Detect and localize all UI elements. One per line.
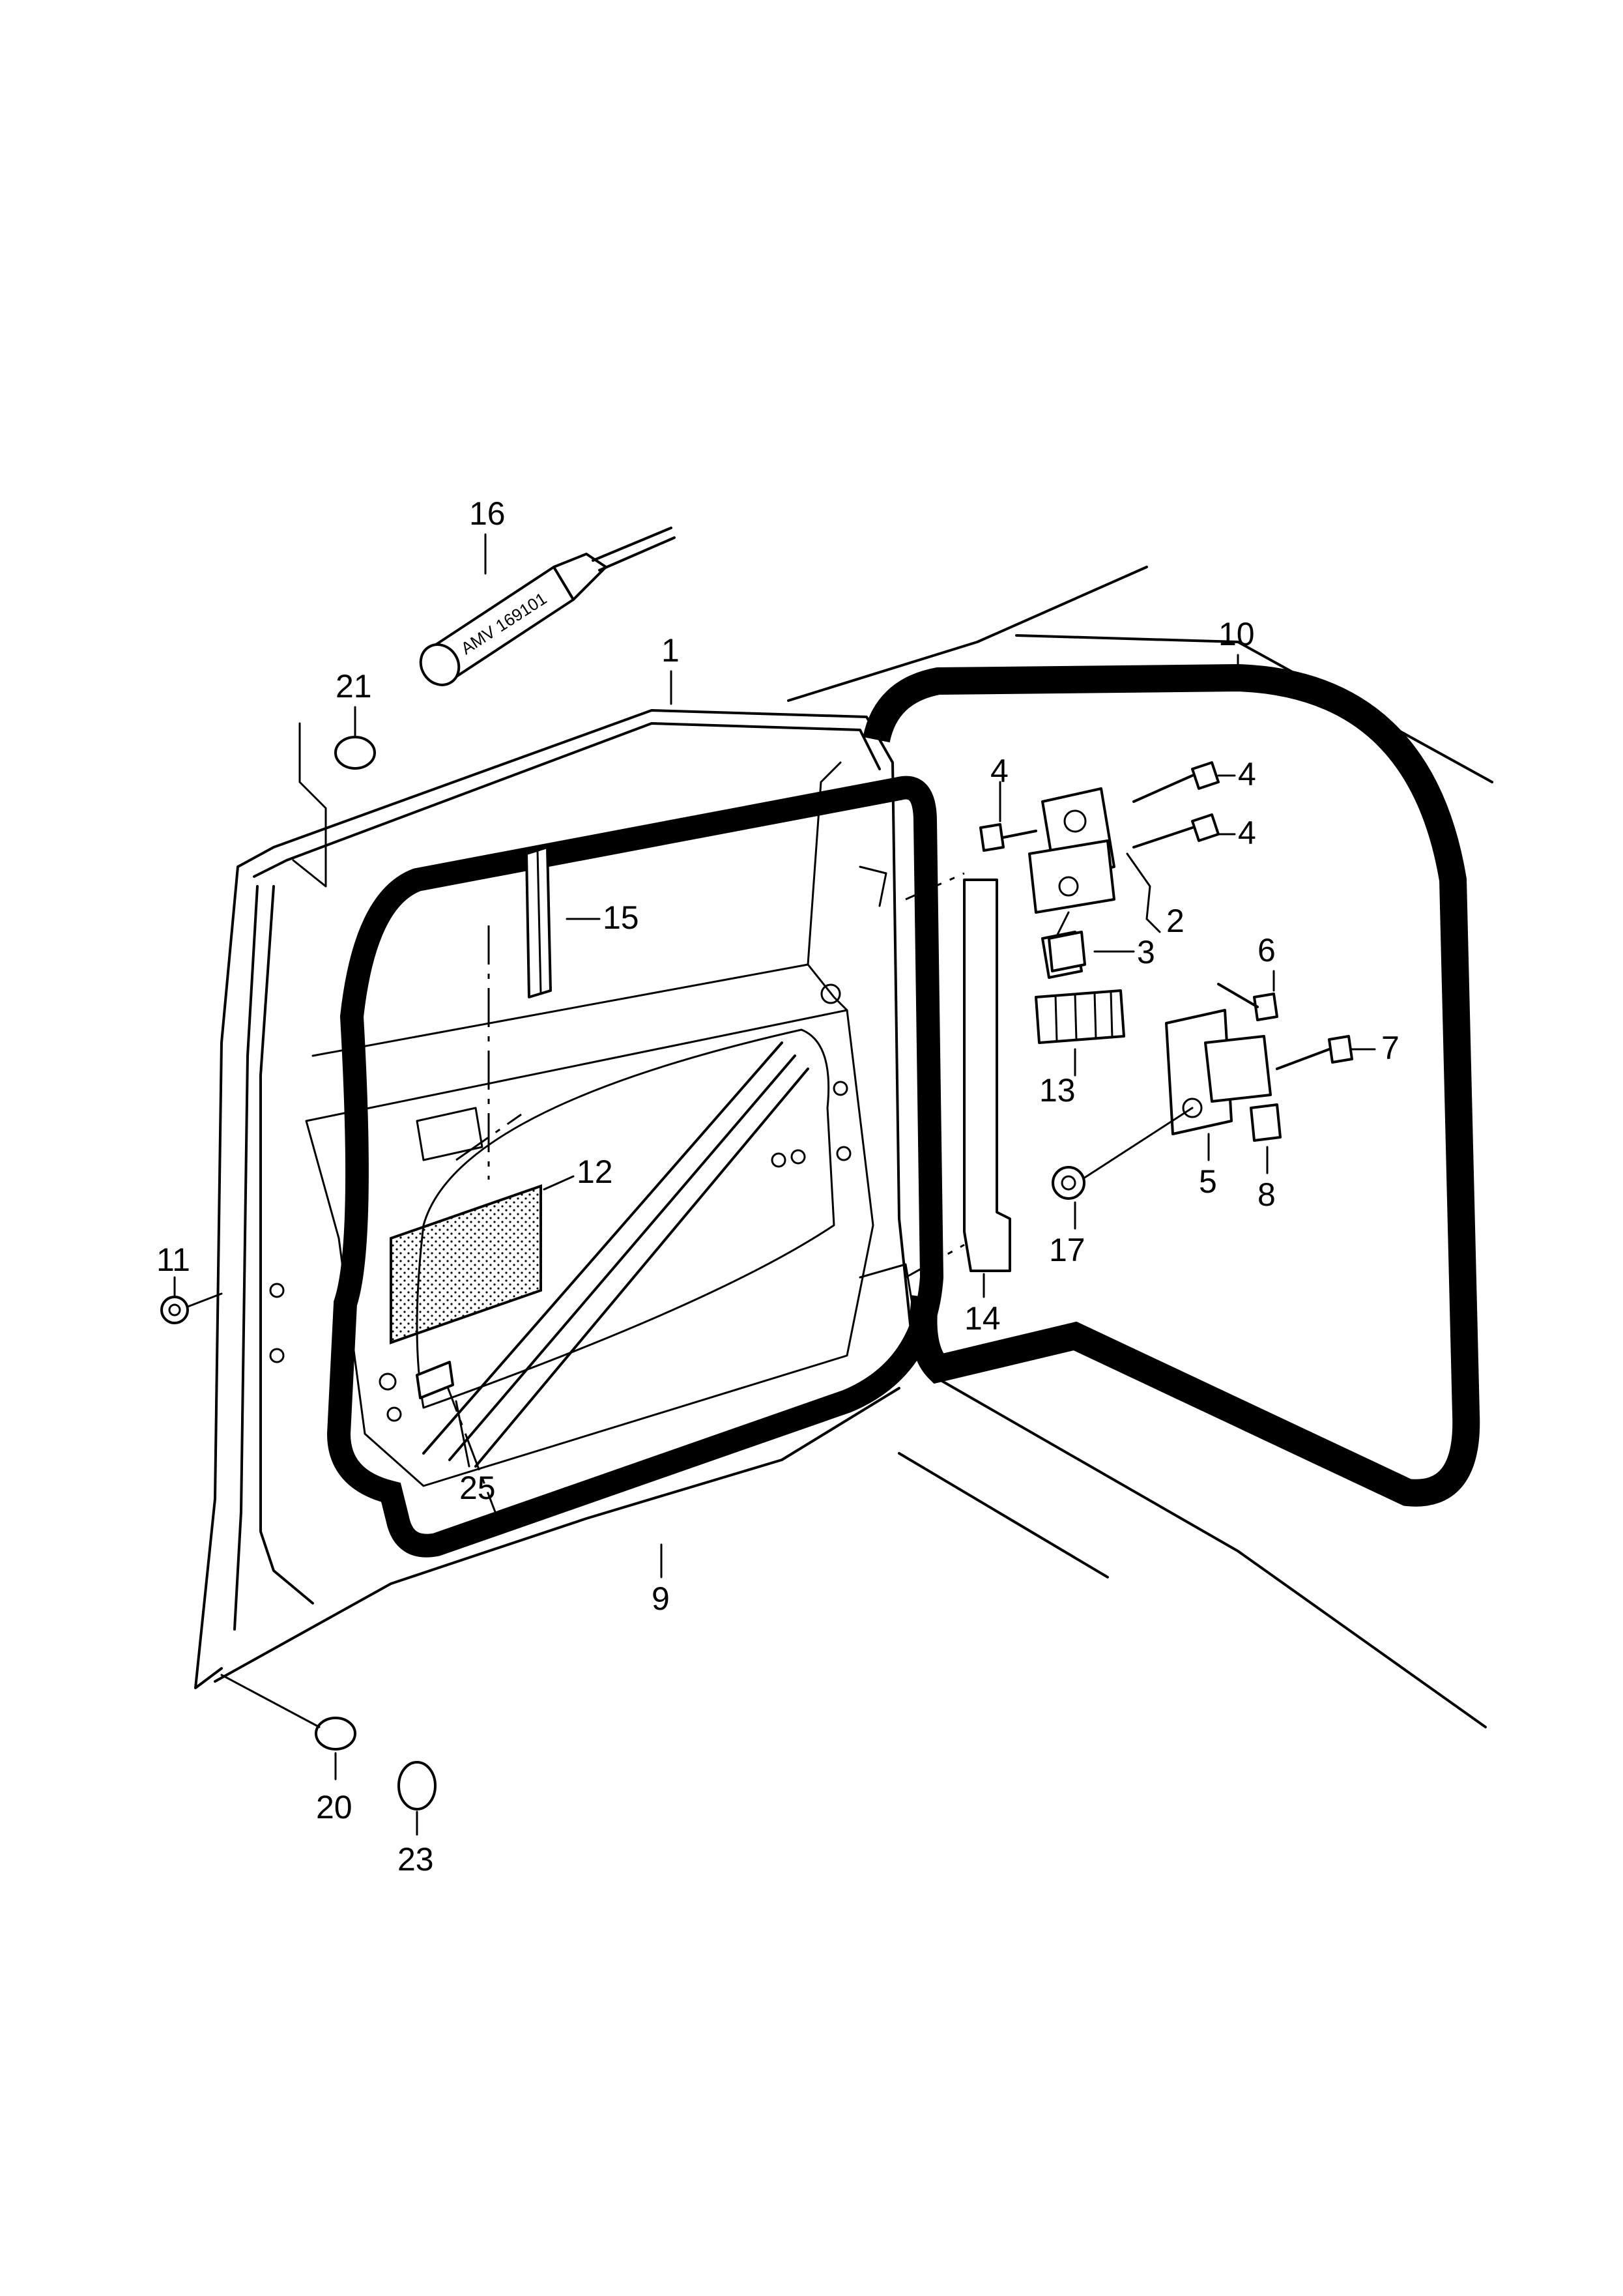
grommet-23 bbox=[397, 1761, 437, 1810]
callout-9: 9 bbox=[652, 1580, 670, 1617]
clip-17 bbox=[1052, 1166, 1085, 1200]
callout-4b: 4 bbox=[1238, 756, 1256, 792]
spring-pad bbox=[1035, 989, 1125, 1044]
door-seal bbox=[326, 776, 944, 1558]
callout-16: 16 bbox=[469, 495, 506, 532]
car-body-outline bbox=[787, 566, 1493, 1728]
callout-20: 20 bbox=[316, 1789, 352, 1825]
body-door-seal bbox=[863, 663, 1480, 1507]
callout-11: 11 bbox=[156, 1242, 190, 1278]
hinge-pin-3 bbox=[1048, 931, 1086, 972]
callout-25: 25 bbox=[459, 1470, 496, 1506]
callout-3: 3 bbox=[1137, 934, 1155, 970]
callout-10: 10 bbox=[1218, 616, 1255, 652]
assembly-lines bbox=[442, 872, 965, 1513]
cap-21 bbox=[292, 722, 376, 888]
reinforcement-strip bbox=[525, 846, 552, 998]
bolt-4-top bbox=[1132, 761, 1220, 803]
stopper-8 bbox=[1250, 1103, 1282, 1142]
callout-7: 7 bbox=[1381, 1030, 1400, 1066]
callout-1: 1 bbox=[661, 632, 680, 669]
bolt-4-left bbox=[979, 823, 1037, 852]
callout-4c: 4 bbox=[1238, 815, 1256, 851]
door-check-strip bbox=[963, 879, 1011, 1272]
callout-23: 23 bbox=[397, 1841, 434, 1878]
damping-pad bbox=[390, 1184, 542, 1344]
cap-20 bbox=[220, 1674, 356, 1751]
callout-8: 8 bbox=[1257, 1176, 1276, 1213]
callout-4a: 4 bbox=[990, 753, 1009, 789]
bolt-4-mid bbox=[1132, 813, 1220, 849]
bolt-6 bbox=[1217, 983, 1278, 1021]
clip-11 bbox=[160, 1292, 223, 1324]
leader-lines bbox=[173, 533, 1376, 1836]
sticker bbox=[416, 1361, 454, 1399]
callout-labels: 1 2 3 4 4 4 5 6 7 8 9 10 11 12 13 14 15 … bbox=[156, 495, 1400, 1878]
lower-hinge bbox=[1080, 1009, 1272, 1181]
callout-13: 13 bbox=[1039, 1072, 1076, 1109]
callout-14: 14 bbox=[964, 1300, 1001, 1337]
callout-21: 21 bbox=[336, 668, 372, 705]
sealant-tube: AMV 169101 bbox=[419, 527, 676, 686]
callout-12: 12 bbox=[577, 1154, 613, 1190]
callout-17: 17 bbox=[1049, 1232, 1085, 1268]
callout-6: 6 bbox=[1257, 932, 1276, 968]
callout-2: 2 bbox=[1166, 903, 1185, 939]
callout-15: 15 bbox=[603, 899, 639, 936]
bolt-7 bbox=[1276, 1035, 1353, 1070]
callout-5: 5 bbox=[1199, 1163, 1217, 1200]
